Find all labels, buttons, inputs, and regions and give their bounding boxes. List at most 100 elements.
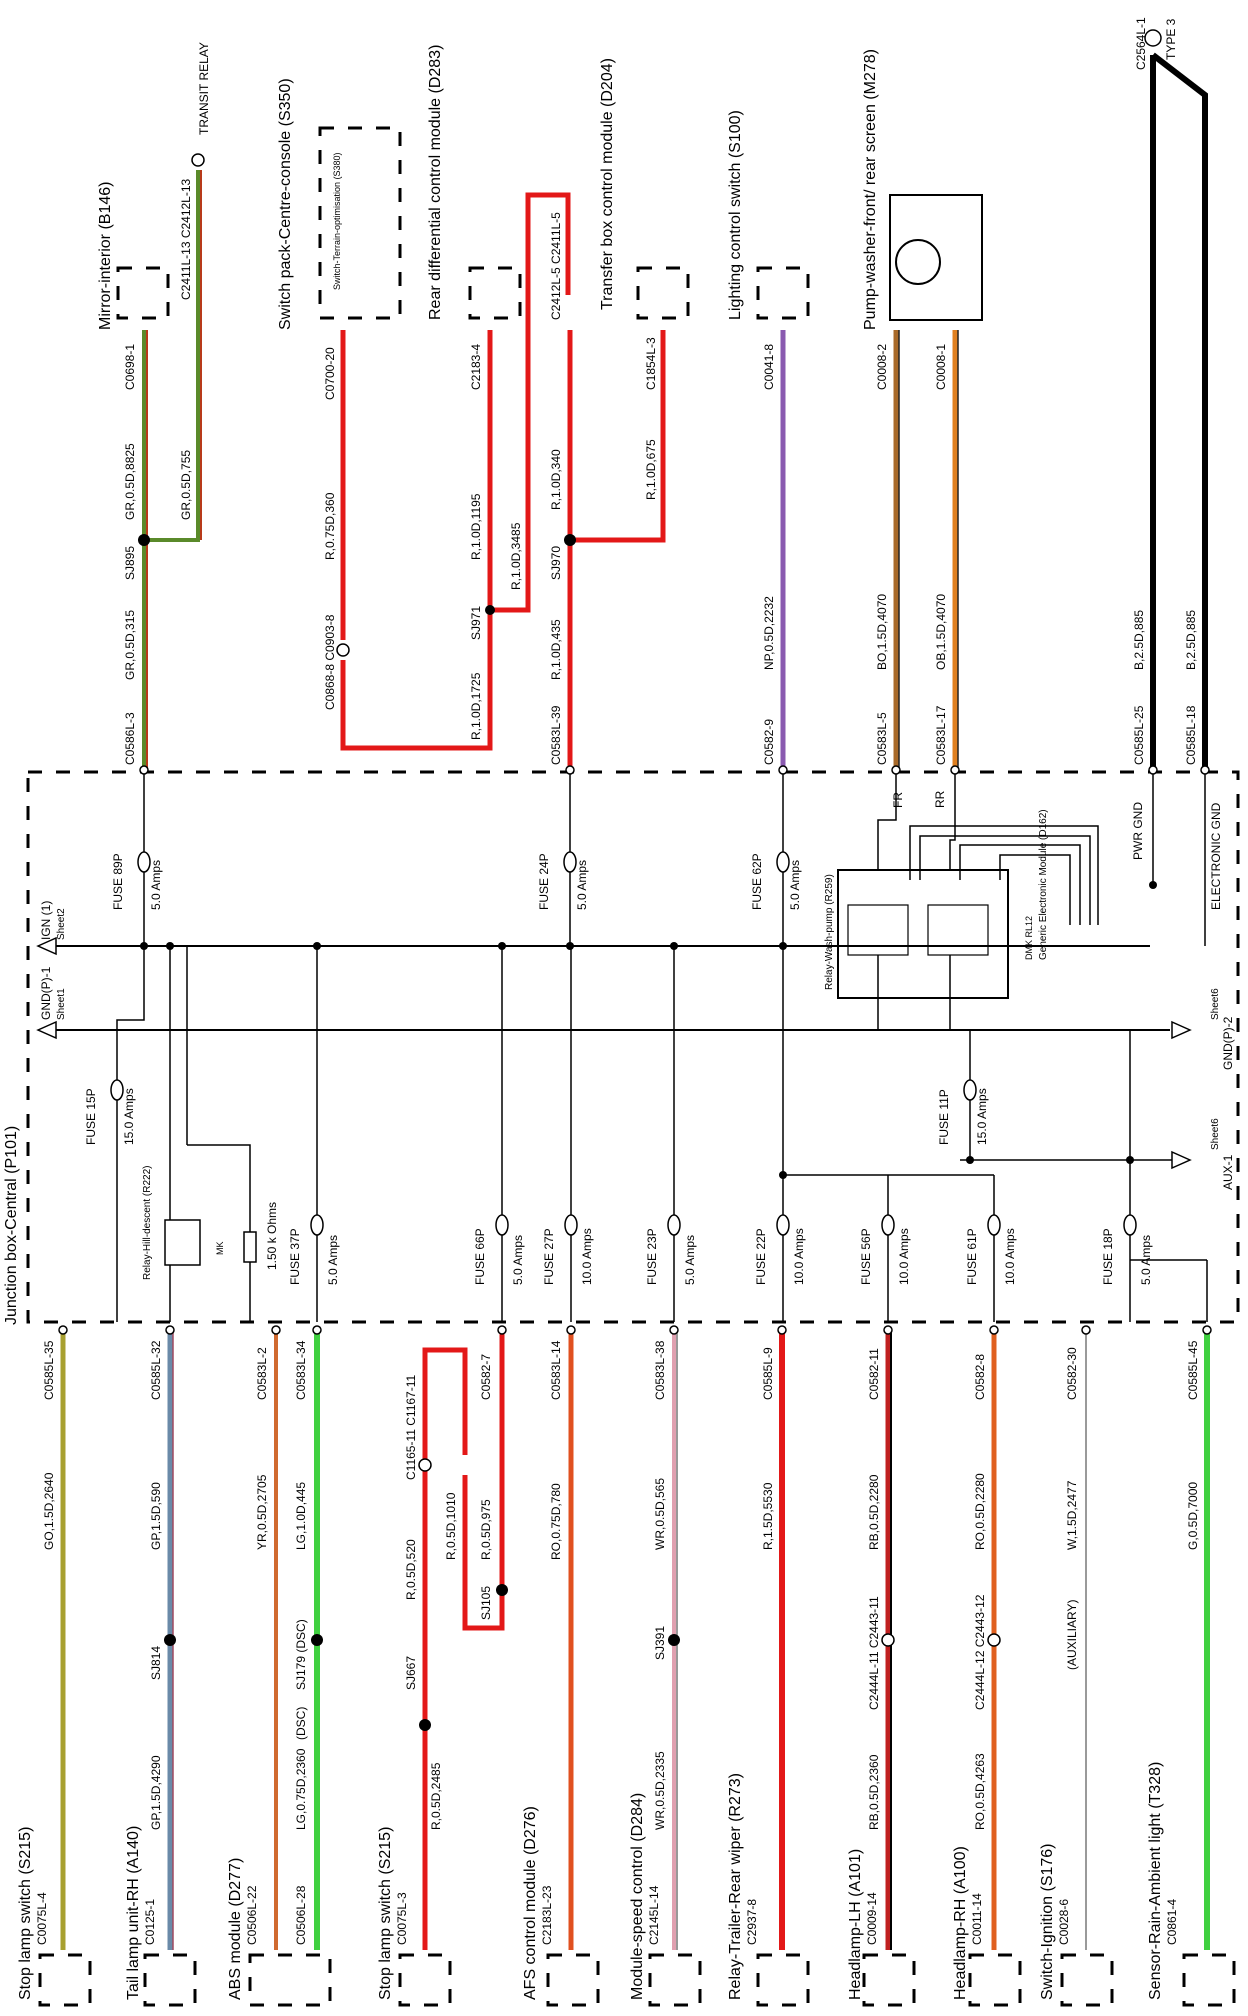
pin: C0075L-3: [395, 1892, 409, 1945]
pin: C2145L-14: [647, 1885, 661, 1945]
fuse-name: FUSE 66P: [473, 1228, 487, 1285]
ign-label: IGN (1): [39, 901, 53, 940]
fuse-name: FUSE 24P: [537, 853, 551, 910]
wire-gnd: [1150, 52, 1208, 770]
splice: SJ667: [404, 1656, 418, 1690]
wire: R,1.0D,675: [644, 439, 658, 500]
mk-label: MK: [215, 1242, 225, 1256]
gnd-right-sheet: Sheet6: [1210, 988, 1221, 1020]
jb-pin: C0585L-35: [42, 1340, 56, 1400]
pin: C0861-4: [1165, 1899, 1179, 1945]
fuse-amps: 10.0 Amps: [897, 1228, 911, 1285]
fuse-name: FUSE 56P: [859, 1228, 873, 1285]
mirror-name: Mirror-interior (B146): [97, 182, 114, 330]
fuse-name: FUSE 15P: [84, 1088, 98, 1145]
wire: LG,0.75D,2360: [294, 1748, 308, 1830]
splice: SJ814: [149, 1646, 163, 1680]
fuse-name: FUSE 18P: [1101, 1228, 1115, 1285]
fuses-bottom: [310, 1214, 1137, 1236]
resistor-label: 1.50 k Ohms: [265, 1202, 279, 1270]
jb-pin: C0585L-45: [1186, 1340, 1200, 1400]
conn: C2412L-5 C2411L-5: [549, 212, 563, 320]
fuse-amps: 5.0 Amps: [575, 860, 589, 910]
wire: RO,0.5D,4263: [973, 1753, 987, 1830]
buses: [36, 936, 1192, 1170]
relay-wash-pump: [837, 869, 1009, 999]
wire: R,1.0D,435: [549, 619, 563, 680]
wire: B,2.5D,885: [1132, 610, 1146, 670]
fuse-amps: 10.0 Amps: [580, 1228, 594, 1285]
conn: C0868-8 C0903-8: [323, 614, 337, 710]
pin: C0075L-4: [35, 1892, 49, 1945]
pin: C2183L-23: [540, 1885, 554, 1945]
top-component-boxes: [116, 126, 983, 321]
jb-pin: C0583L-5: [875, 712, 889, 765]
gnd-sheet: Sheet1: [56, 988, 67, 1020]
resistor: [243, 1231, 257, 1263]
fuse-name: FUSE 61P: [965, 1228, 979, 1285]
transit-relay: TRANSIT RELAY: [197, 42, 211, 135]
jb-pin: C0585L-18: [1184, 705, 1198, 765]
splice: SJ391: [653, 1626, 667, 1660]
jb-pin: C0582-7: [479, 1354, 493, 1400]
labels: Junction box-Central (P101)IGN (1)Sheet2…: [3, 17, 1235, 2000]
fuse-amps: 5.0 Amps: [788, 860, 802, 910]
wire: GR,0.5D,8825: [123, 443, 137, 520]
transfer-box-name: Transfer box control module (D204): [599, 58, 616, 310]
splice-dots: [138, 534, 1157, 1731]
jb-pin: C0586L-3: [123, 712, 137, 765]
splice: SJ971: [469, 606, 483, 640]
wire: R,1.0D,1725: [469, 672, 483, 740]
pin: C0506L-22: [245, 1885, 259, 1945]
component-name: Switch-Ignition (S176): [1039, 1843, 1056, 2000]
pump-washer-name: Pump-washer-front/ rear screen (M278): [862, 49, 879, 330]
jb-pin: C0585L-9: [761, 1347, 775, 1400]
conn: C2444L-12 C2443-12: [973, 1594, 987, 1710]
fuse-name: FUSE 37P: [288, 1228, 302, 1285]
wire: R,1.5D,5530: [761, 1482, 775, 1550]
pin: C2183-4: [469, 344, 483, 390]
splice: SJ895: [123, 546, 137, 580]
wire: R,0.5D,975: [479, 1499, 493, 1560]
wire: RB,0.5D,2280: [867, 1474, 881, 1550]
wire: R,1.0D,1195: [469, 493, 483, 560]
component-name: Relay-Trailer-Rear wiper (R273): [727, 1773, 744, 2000]
jb-pin: C0582-8: [973, 1354, 987, 1400]
jb-pin: C0583L-34: [294, 1340, 308, 1400]
wire: R,1.0D,3485: [509, 522, 523, 590]
fuse-name: FUSE 11P: [937, 1089, 951, 1145]
wire: R,1.0D,340: [549, 449, 563, 510]
wire: LG,1.0D,445: [294, 1482, 308, 1550]
pin: C0506L-28: [294, 1885, 308, 1945]
fuse-amps: 5.0 Amps: [511, 1235, 525, 1285]
conn: C2444L-11 C2443-11: [867, 1596, 881, 1710]
pin: C0008-2: [875, 344, 889, 390]
pin: C0700-20: [323, 347, 337, 400]
connector-pins: [58, 29, 1212, 1647]
gnd-label: GND(P)-1: [39, 966, 53, 1020]
component-name: Sensor-Rain-Ambient light (T328): [1147, 1762, 1164, 2000]
jb-pin: C0585L-25: [1132, 705, 1146, 765]
jb-pin: C0583L-39: [549, 705, 563, 765]
wire: (AUXILIARY): [1065, 1600, 1079, 1670]
fuse-amps: 10.0 Amps: [1003, 1228, 1017, 1285]
rear-diff-name: Rear differential control module (D283): [427, 45, 444, 320]
junction-box-outline: [26, 770, 1240, 1324]
relay-hill-descent: [164, 1219, 201, 1266]
component-name: Stop lamp switch (S215): [17, 1827, 34, 2000]
wire: GP,1.5D,590: [149, 1482, 163, 1550]
gem-ref: DMK RL12: [1024, 916, 1034, 960]
wire: W,1.5D,2477: [1065, 1480, 1079, 1550]
wire: R,0.5D,520: [404, 1539, 418, 1600]
bottom-component-boxes: [38, 1953, 1236, 2007]
gnd-conn-name: C2564L-1: [1134, 17, 1148, 70]
ign-sheet: Sheet2: [56, 908, 67, 940]
pin: C0008-1: [934, 344, 948, 390]
fr-label: FR: [891, 792, 905, 808]
wire-mirror: [142, 170, 202, 770]
fuse-11p: [963, 1079, 977, 1101]
fuse-amps: 10.0 Amps: [792, 1228, 806, 1285]
component-name: Stop lamp switch (S215): [377, 1827, 394, 2000]
pin: C0028-6: [1057, 1899, 1071, 1945]
switch-sub: Switch-Terrain-optimisation (S380): [332, 152, 342, 290]
